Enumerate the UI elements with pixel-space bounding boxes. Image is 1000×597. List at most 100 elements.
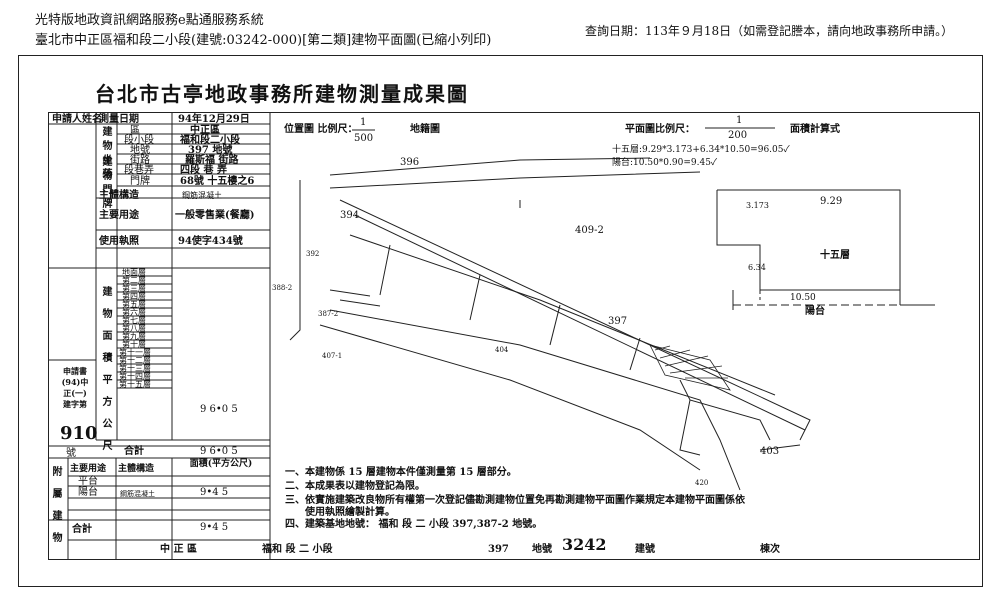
floor-area-label: 建物面積平方公尺 — [102, 287, 113, 452]
lot-label-392: 392 — [306, 250, 320, 258]
calc-line-2: 陽台:10.50*0.90=9.45✓ — [612, 158, 718, 168]
attached-area-header: 面積(平方公尺) — [189, 459, 253, 469]
area-calc-label: 面積計算式 — [790, 124, 840, 135]
lane-value: 四段 巷 弄 — [180, 165, 227, 176]
use-label: 主要用途 — [99, 210, 139, 221]
attached-row1-use: 平台 — [78, 476, 98, 487]
attached-row2-area: 9•4 5 — [200, 487, 229, 498]
dim-mid: 6.34 — [748, 263, 766, 272]
street-value: 羅斯福 街路 — [185, 155, 239, 166]
floor-14: 第十四層 — [119, 372, 151, 381]
structure-value: 鋼筋混凝土 — [182, 191, 222, 200]
street-label: 街路 — [130, 155, 150, 166]
floor-8: 第八層 — [122, 324, 146, 333]
floor-name: 十五層 — [820, 250, 850, 261]
lot-label-404: 404 — [495, 346, 509, 354]
footer-bldg-label: 建號 — [635, 544, 655, 555]
floor-4: 第四層 — [122, 292, 146, 301]
section-value: 福和段二小段 — [180, 135, 240, 146]
calc-line-1: 十五層:9.29*3.173+6.34*10.50=96.05✓ — [612, 145, 790, 155]
footer-section: 福和 段 二 小段 — [262, 544, 333, 555]
balcony-name: 陽台 — [805, 306, 825, 317]
app-number-label: 申請書(94)中正(一)建字第 — [61, 366, 89, 409]
note-4: 四、建築基地地號： 福和 段 二 小段 397,387-2 地號。 — [285, 519, 543, 530]
survey-date-label: 測量日期 — [99, 114, 139, 125]
note-3-cont: 使用執照繪製計算。 — [305, 507, 395, 518]
total-area: 9 6•0 5 — [200, 446, 238, 457]
survey-sheet — [48, 112, 980, 560]
floor-9: 第九層 — [122, 332, 146, 341]
lot-label-403: 403 — [760, 446, 780, 457]
lot-label-396: 396 — [400, 157, 420, 168]
floor-15-area: 9 6•0 5 — [200, 404, 238, 415]
location-group-label: 建物坐落 — [102, 127, 113, 180]
lot-label-409-2: 409-2 — [575, 225, 604, 236]
query-date: 查詢日期：113年９月18日（如需登記謄本，請向地政事務所申請。） — [585, 24, 954, 38]
lane-label: 段巷弄 — [124, 165, 154, 176]
lot-label-394: 394 — [340, 210, 360, 221]
dim-bottom: 10.50 — [790, 293, 816, 303]
number-label: 門牌 — [130, 176, 150, 187]
floor-7: 第七層 — [122, 316, 146, 325]
structure-label: 主體構造 — [99, 190, 139, 201]
floor-5: 第五層 — [122, 300, 146, 309]
district-label: 區 — [130, 125, 140, 136]
floor-15: 第十五層 — [119, 380, 151, 389]
applicant-label: 申請人姓名 — [52, 114, 102, 125]
attached-group-label: 附屬建物 — [52, 467, 63, 544]
app-number: 910 — [60, 423, 98, 444]
doorplate-group-label: 建物門牌 — [102, 157, 113, 210]
floor-12: 第十二層 — [119, 356, 151, 365]
footer-bldg-no: 3242 — [562, 535, 607, 554]
dim-left: 3.173 — [746, 201, 769, 210]
lot-label: 地號 — [130, 145, 150, 156]
address-line: 臺北市中正區福和段二小段(建號:03242-000)[第二類]建物平面圖(已縮小… — [35, 33, 492, 48]
lot-label-407-1: 407-1 — [322, 352, 343, 360]
floor-13: 第十三層 — [119, 364, 151, 373]
document-title: 台北市古亭地政事務所建物測量成果圖 — [95, 82, 469, 106]
plan-scale-label: 平面圖比例尺： — [625, 124, 695, 135]
loc-map-label: 位置圖 比例尺： — [284, 124, 358, 135]
floor-6: 第六層 — [122, 308, 146, 317]
system-title: 光特版地政資訊網路服務e點通服務系統 — [35, 13, 264, 28]
loc-map-scale-den: 500 — [354, 133, 374, 144]
loc-map-scale-num: 1 — [360, 117, 367, 128]
survey-date-value: 94年12月29日 — [178, 114, 250, 125]
loc-map-suffix: 地籍圖 — [410, 124, 440, 135]
attached-total-area: 9•4 5 — [200, 522, 229, 533]
attached-total-label: 合計 — [72, 524, 92, 535]
note-2: 二、本成果表以建物登記為限。 — [285, 481, 425, 492]
plan-scale-num: 1 — [736, 115, 743, 126]
attached-struct-header: 主體構造 — [118, 464, 155, 474]
footer-floor-label: 棟次 — [760, 544, 780, 555]
dim-top: 9.29 — [820, 196, 843, 207]
floor-10: 第十層 — [122, 340, 146, 349]
lot-label-420: 420 — [695, 479, 709, 487]
lot-label-387-2: 387-2 — [318, 310, 339, 318]
footer-lot-label: 地號 — [532, 544, 552, 555]
section-label: 段小段 — [124, 135, 154, 146]
attached-row2-struct: 鋼筋混凝土 — [120, 490, 155, 498]
floor-2: 第二層 — [122, 276, 146, 285]
document-frame — [18, 55, 983, 587]
number-value: 68號 十五樓之6 — [180, 176, 255, 187]
floor-11: 第十一層 — [119, 348, 151, 357]
floor-1: 地面層 — [122, 268, 146, 277]
license-value: 94使字434號 — [178, 236, 243, 247]
use-value: 一般零售業(餐廳) — [175, 210, 255, 221]
footer-lot: 397 — [488, 544, 509, 555]
total-label: 合計 — [124, 446, 144, 457]
note-1: 一、本建物係 15 層建物本件僅測量第 15 層部分。 — [285, 467, 517, 478]
attached-use-header: 主要用途 — [70, 464, 107, 474]
lot-label-397: 397 — [608, 316, 628, 327]
license-label: 使用執照 — [99, 236, 139, 247]
lot-label-388-2: 388-2 — [272, 284, 293, 292]
plan-scale-den: 200 — [728, 130, 748, 141]
floor-3: 第三層 — [122, 284, 146, 293]
lot-value: 397 地號 — [188, 145, 233, 156]
note-3: 三、依實施建築改良物所有權第一次登記儘勘測建物位置免再勘測建物平面圖作業規定本建… — [285, 495, 745, 506]
app-number-suffix: 號 — [66, 448, 76, 459]
attached-row2-use: 陽台 — [78, 487, 98, 498]
district-value: 中正區 — [190, 125, 220, 136]
